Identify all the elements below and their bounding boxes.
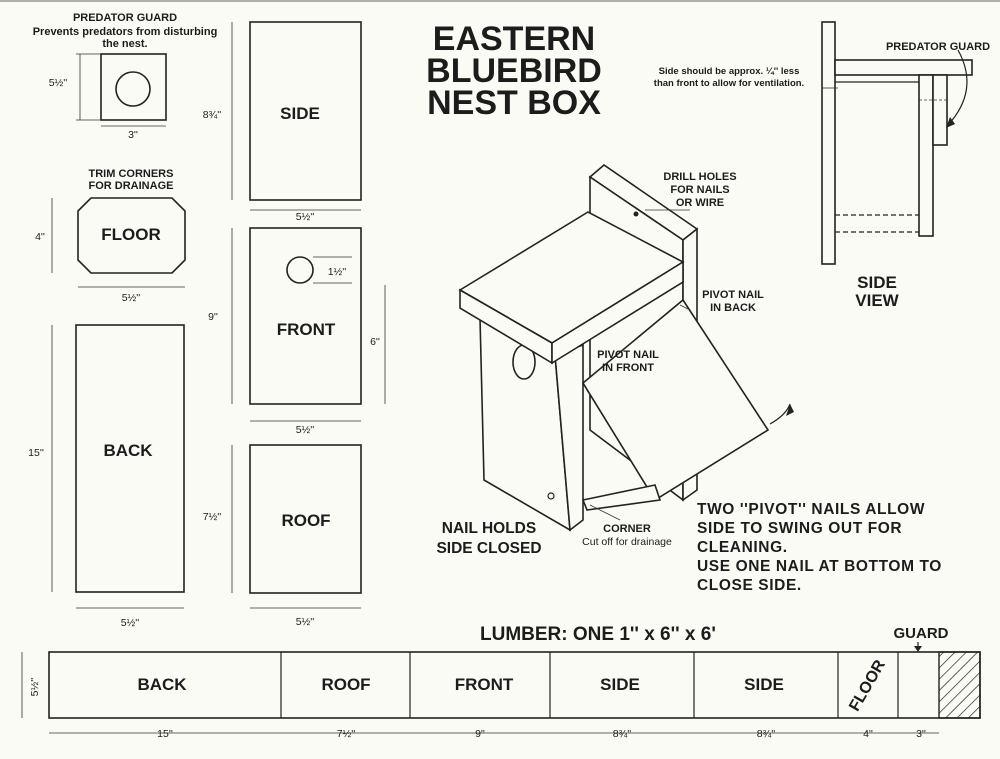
instruction-line-2: SIDE TO SWING OUT FOR [697, 520, 902, 537]
side-piece-rect [249, 21, 362, 201]
back-dim-w: 5½'' [121, 617, 140, 629]
guard-piece-desc-1: Prevents predators from disturbing [33, 26, 218, 38]
lumber-len-front: 9'' [475, 728, 485, 740]
side-view-drawing [821, 21, 973, 265]
lumber-len-side-2: 8¾'' [757, 728, 776, 740]
lumber-seg-side-2: SIDE [744, 675, 784, 694]
side-view-title-1: SIDE [857, 273, 897, 292]
side-dim-h: 8¾'' [203, 109, 222, 121]
guard-dim-h: 5½'' [49, 77, 68, 89]
side-view-title-2: VIEW [855, 291, 899, 310]
lumber-seg-back: BACK [137, 675, 187, 694]
side-dim-w: 5½'' [296, 211, 315, 223]
lumber-seg-front: FRONT [455, 675, 514, 694]
lumber-board [48, 651, 981, 719]
isometric-box [458, 163, 794, 532]
pivot-front-1: PIVOT NAIL [597, 349, 659, 361]
instruction-line-3: CLEANING. [697, 539, 788, 556]
front-piece-rect [249, 227, 362, 405]
lumber-len-roof: 7½'' [337, 728, 356, 740]
front-hole-dim: 1½'' [328, 266, 347, 278]
back-piece-label: BACK [103, 441, 153, 460]
nail-holds-2: SIDE CLOSED [436, 540, 541, 557]
front-dim-h: 9'' [208, 311, 218, 323]
guard-piece-desc-2: the nest. [102, 38, 147, 50]
front-hole-height: 6'' [370, 336, 380, 348]
guard-piece-label: PREDATOR GUARD [73, 12, 177, 24]
side-view-guard-label: PREDATOR GUARD [886, 41, 990, 53]
lumber-len-guard: 3'' [916, 728, 926, 740]
floor-note-1: TRIM CORNERS [89, 168, 174, 180]
title-line-1: EASTERN [433, 20, 595, 58]
guard-piece-rect [100, 53, 167, 121]
lumber-len-side-1: 8¾'' [613, 728, 632, 740]
guard-hole [115, 71, 151, 107]
lumber-waste [938, 651, 981, 719]
nail-holds-1: NAIL HOLDS [442, 520, 536, 537]
corner-note-2: Cut off for drainage [582, 536, 672, 548]
lumber-len-floor: 4'' [863, 728, 873, 740]
instruction-line-4: USE ONE NAIL AT BOTTOM TO [697, 558, 942, 575]
front-entrance-hole [286, 256, 314, 284]
title-line-3: NEST BOX [427, 84, 601, 122]
instruction-line-1: TWO ''PIVOT'' NAILS ALLOW [697, 501, 925, 518]
lumber-board-width: 5½'' [29, 678, 41, 697]
front-dim-w: 5½'' [296, 424, 315, 436]
pivot-back-2: IN BACK [710, 302, 756, 314]
roof-dim-w: 5½'' [296, 616, 315, 628]
floor-piece-shape [77, 197, 186, 274]
vent-note-1: Side should be approx. ¼'' less [659, 66, 800, 77]
drill-note-1: DRILL HOLES [663, 171, 736, 183]
lumber-seg-side-1: SIDE [600, 675, 640, 694]
floor-dim-h: 4'' [35, 231, 45, 243]
floor-dim-w: 5½'' [122, 292, 141, 304]
roof-piece-label: ROOF [281, 511, 330, 530]
guard-dim-w: 3'' [128, 129, 138, 141]
back-dim-h: 15'' [28, 447, 44, 459]
side-piece-label: SIDE [280, 104, 320, 123]
roof-dim-h: 7½'' [203, 511, 222, 523]
roof-piece-rect [249, 444, 362, 594]
lumber-segments: BACK ROOF FRONT SIDE SIDE FLOOR 15'' 7½'… [137, 652, 926, 740]
drill-note-3: OR WIRE [676, 197, 724, 209]
front-piece-label: FRONT [277, 320, 336, 339]
lumber-seg-floor: FLOOR [846, 657, 889, 714]
vent-note-2: than front to allow for ventilation. [654, 78, 804, 89]
lumber-seg-roof: ROOF [321, 675, 370, 694]
back-piece-rect [75, 324, 185, 593]
instruction-line-5: CLOSE SIDE. [697, 577, 802, 594]
lumber-guard-label: GUARD [894, 625, 949, 642]
lumber-len-back: 15'' [157, 728, 173, 740]
pivot-back-1: PIVOT NAIL [702, 289, 764, 301]
drill-note-2: FOR NAILS [670, 184, 729, 196]
floor-piece-label: FLOOR [101, 225, 161, 244]
floor-note-2: FOR DRAINAGE [89, 180, 174, 192]
corner-note-1: CORNER [603, 523, 651, 535]
pivot-front-2: IN FRONT [602, 362, 654, 374]
lumber-title: LUMBER: ONE 1'' x 6'' x 6' [480, 624, 716, 645]
title-line-2: BLUEBIRD [426, 52, 602, 90]
